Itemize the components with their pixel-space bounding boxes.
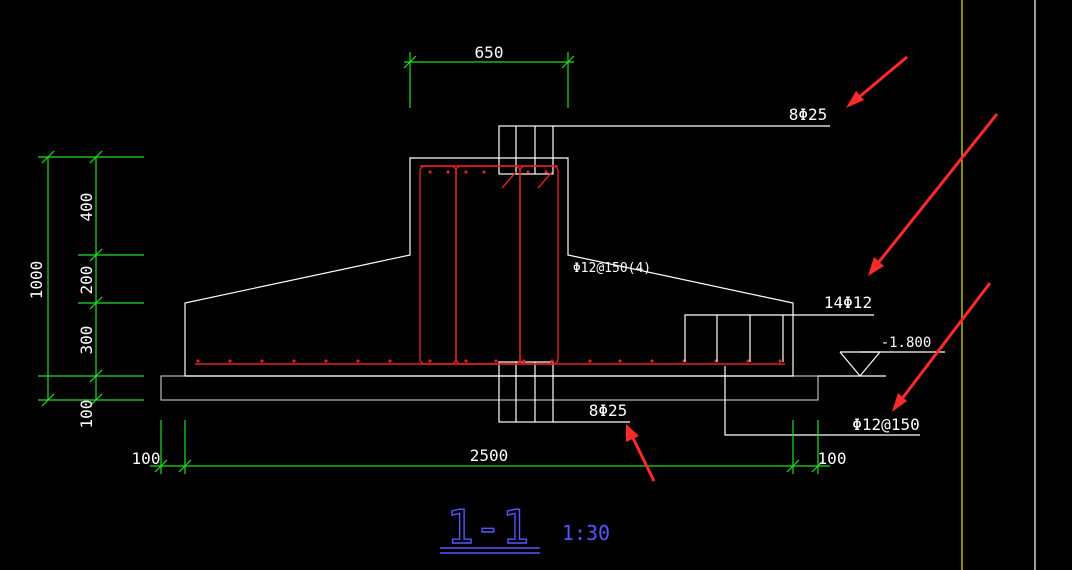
label-top-rebar: 8Φ25 bbox=[789, 105, 828, 124]
annotation-arrow-4 bbox=[626, 424, 656, 482]
footing-body bbox=[184, 157, 794, 377]
foundation-outline bbox=[160, 157, 819, 401]
cushion-layer bbox=[160, 375, 819, 401]
dim-seg-300: 300 bbox=[77, 326, 96, 355]
dim-base-width: 2500 bbox=[470, 446, 509, 465]
dim-seg-400: 400 bbox=[77, 193, 96, 222]
rebar-dots-top bbox=[428, 170, 548, 174]
section-title: 1-1 bbox=[446, 500, 529, 554]
dim-seg-100: 100 bbox=[77, 400, 96, 429]
annotation-arrow-1 bbox=[846, 55, 908, 108]
elevation-marker bbox=[818, 351, 945, 377]
annotation-arrow-3 bbox=[892, 282, 992, 412]
label-elevation: -1.800 bbox=[881, 335, 932, 351]
rebar-dots-bottom bbox=[196, 359, 782, 363]
column-rebar-top bbox=[498, 125, 830, 175]
annotation-arrow-2 bbox=[868, 113, 999, 276]
dim-seg-200: 200 bbox=[77, 266, 96, 295]
rebar-red bbox=[195, 165, 785, 365]
dim-total-height: 1000 bbox=[27, 261, 46, 300]
dim-left-100: 100 bbox=[132, 449, 161, 468]
dim-top-width: 650 bbox=[475, 43, 504, 62]
section-scale: 1:30 bbox=[562, 521, 610, 545]
dimension-lines bbox=[38, 52, 830, 474]
column-rebar-bottom bbox=[498, 361, 630, 423]
label-bottom-mesh: Φ12@150 bbox=[852, 415, 919, 434]
label-side-rebar: 14Φ12 bbox=[824, 293, 872, 312]
dim-right-100: 100 bbox=[818, 449, 847, 468]
label-bottom-rebar: 8Φ25 bbox=[589, 401, 628, 420]
side-rebar-detail bbox=[684, 314, 920, 436]
label-stirrup: Φ12@150(4) bbox=[573, 261, 651, 276]
